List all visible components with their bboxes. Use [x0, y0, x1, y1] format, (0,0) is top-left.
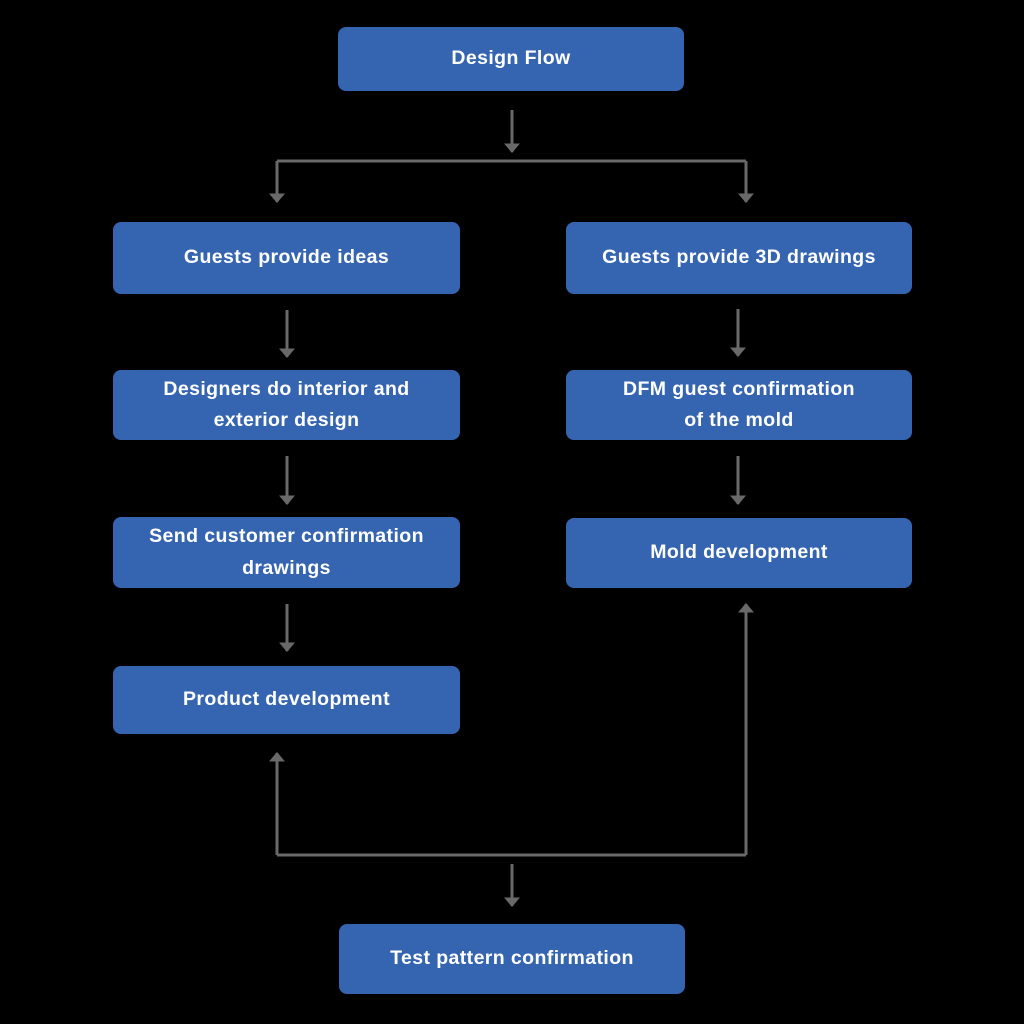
node-test-pattern-confirmation: Test pattern confirmation: [339, 924, 685, 994]
node-dfm-guest-confirmation-label: DFM guest confirmation of the mold: [623, 377, 855, 431]
node-dfm-guest-confirmation: DFM guest confirmation of the mold: [566, 370, 912, 440]
node-product-development-label: Product development: [183, 688, 390, 711]
node-design-flow: Design Flow: [338, 27, 684, 91]
node-send-customer-confirmation-label: Send customer confirmation drawings: [149, 525, 424, 579]
node-mold-development: Mold development: [566, 518, 912, 588]
node-design-flow-label: Design Flow: [451, 47, 571, 70]
node-send-customer-confirmation: Send customer confirmation drawings: [113, 517, 460, 588]
node-mold-development-label: Mold development: [650, 541, 828, 564]
node-guests-provide-ideas-label: Guests provide ideas: [183, 246, 390, 269]
node-test-pattern-confirmation-label: Test pattern confirmation: [390, 947, 634, 970]
node-designers-interior-exterior-label: Designers do interior and exterior desig…: [163, 377, 410, 431]
node-guests-provide-3d-drawings-label: Guests provide 3D drawings: [602, 246, 876, 269]
node-guests-provide-3d-drawings: Guests provide 3D drawings: [566, 222, 912, 294]
node-guests-provide-ideas: Guests provide ideas: [113, 222, 460, 294]
node-product-development: Product development: [113, 666, 460, 734]
node-designers-interior-exterior: Designers do interior and exterior desig…: [113, 370, 460, 440]
